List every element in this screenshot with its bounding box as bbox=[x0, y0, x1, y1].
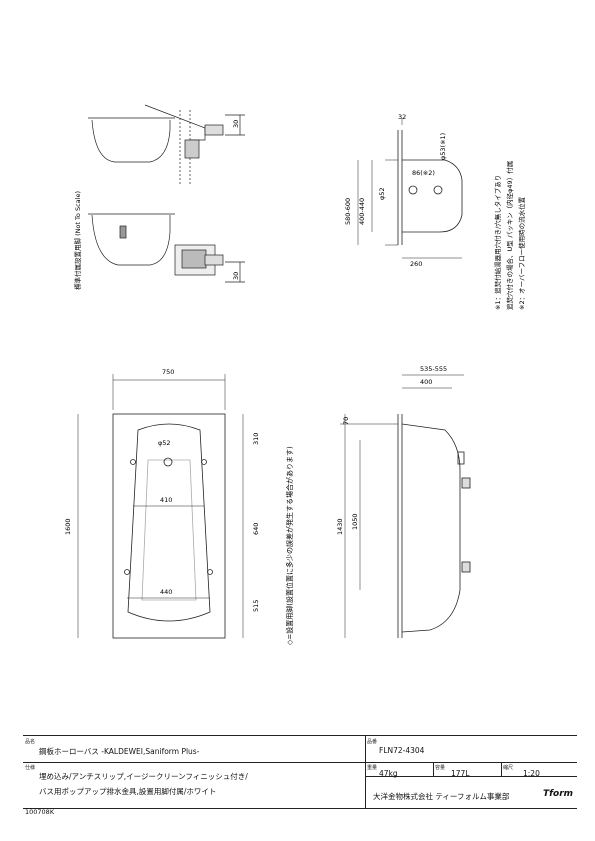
title-block: 品名 鋼板ホーローバス -KALDEWEI,Saniform Plus- 品番 … bbox=[23, 735, 577, 809]
weight-value: 47kg bbox=[379, 769, 398, 778]
side-view-drawing bbox=[340, 374, 471, 638]
dim-70: 70 bbox=[342, 417, 350, 425]
code-label: 品番 bbox=[367, 739, 378, 745]
product-code: FLN72-4304 bbox=[379, 746, 425, 755]
spec-line-2: バス用ポップアップ排水金具,設置用脚付属/ホワイト bbox=[39, 787, 217, 796]
note-3: ※2：オーバーフロー使用時の流水位置 bbox=[517, 196, 526, 310]
dim-750: 750 bbox=[162, 368, 174, 376]
tform-logo: Tform bbox=[543, 789, 574, 799]
leg-caption: 標準付属設置用脚 (Not To Scale) bbox=[73, 191, 82, 290]
dim-1050: 1050 bbox=[351, 513, 359, 530]
weight-label: 重量 bbox=[367, 765, 378, 771]
name-label: 品名 bbox=[25, 739, 36, 745]
tb-vdivider-3 bbox=[501, 762, 502, 776]
spec-line-1: 埋め込み/アンチスリップ,イージークリーンフィニッシュ付き/ bbox=[39, 772, 248, 781]
dim-52-end: φ52 bbox=[378, 187, 386, 200]
dim-32: 32 bbox=[398, 113, 406, 121]
plan-view-drawing bbox=[77, 374, 244, 639]
capacity-value: 177L bbox=[451, 769, 470, 778]
dim-260: 260 bbox=[410, 260, 422, 268]
tb-vdivider-2 bbox=[433, 762, 434, 776]
note-2: 追焚穴付きの場合、U型 パッキン（内径φ49）付属 bbox=[505, 161, 514, 310]
dim-400-440: 400-440 bbox=[358, 198, 366, 225]
dim-440: 440 bbox=[160, 588, 172, 596]
dim-400: 400 bbox=[420, 378, 432, 386]
company-name: 大洋金物株式会社 ティーフォルム事業部 bbox=[373, 792, 510, 801]
capacity-label: 容量 bbox=[435, 765, 446, 771]
doc-id: 100708K bbox=[25, 808, 55, 816]
spec-label: 仕様 bbox=[25, 765, 36, 771]
plan-legend: ◇=設置用脚(設置位置に多少の誤差が発生する場合があります) bbox=[285, 446, 294, 645]
dim-53: φ53(※1) bbox=[439, 133, 447, 160]
scale-label: 縮尺 bbox=[503, 765, 514, 771]
dim-30-bottom: 30 bbox=[232, 272, 240, 280]
dim-1430: 1430 bbox=[336, 518, 344, 535]
tb-divider-2 bbox=[365, 776, 577, 777]
dim-1600: 1600 bbox=[64, 518, 72, 535]
leg-detail-views bbox=[88, 104, 245, 283]
dim-310: 310 bbox=[252, 433, 260, 445]
dim-580-600: 580-600 bbox=[344, 198, 352, 225]
dim-535-555: 535-555 bbox=[420, 365, 447, 373]
dim-52-plan: φ52 bbox=[158, 439, 171, 447]
dim-640: 640 bbox=[252, 523, 260, 535]
note-1: ※1：追焚付給湯器用穴付き/穴無しタイプあり bbox=[493, 175, 502, 310]
end-view-drawing bbox=[357, 118, 463, 259]
dim-30-top: 30 bbox=[232, 120, 240, 128]
dim-515: 515 bbox=[252, 600, 260, 612]
tb-divider bbox=[23, 762, 577, 763]
dim-410: 410 bbox=[160, 496, 172, 504]
scale-value: 1:20 bbox=[523, 769, 540, 778]
product-name: 鋼板ホーローバス -KALDEWEI,Saniform Plus- bbox=[39, 747, 200, 756]
dim-86: 86(※2) bbox=[412, 169, 435, 177]
tb-vdivider bbox=[365, 736, 366, 808]
